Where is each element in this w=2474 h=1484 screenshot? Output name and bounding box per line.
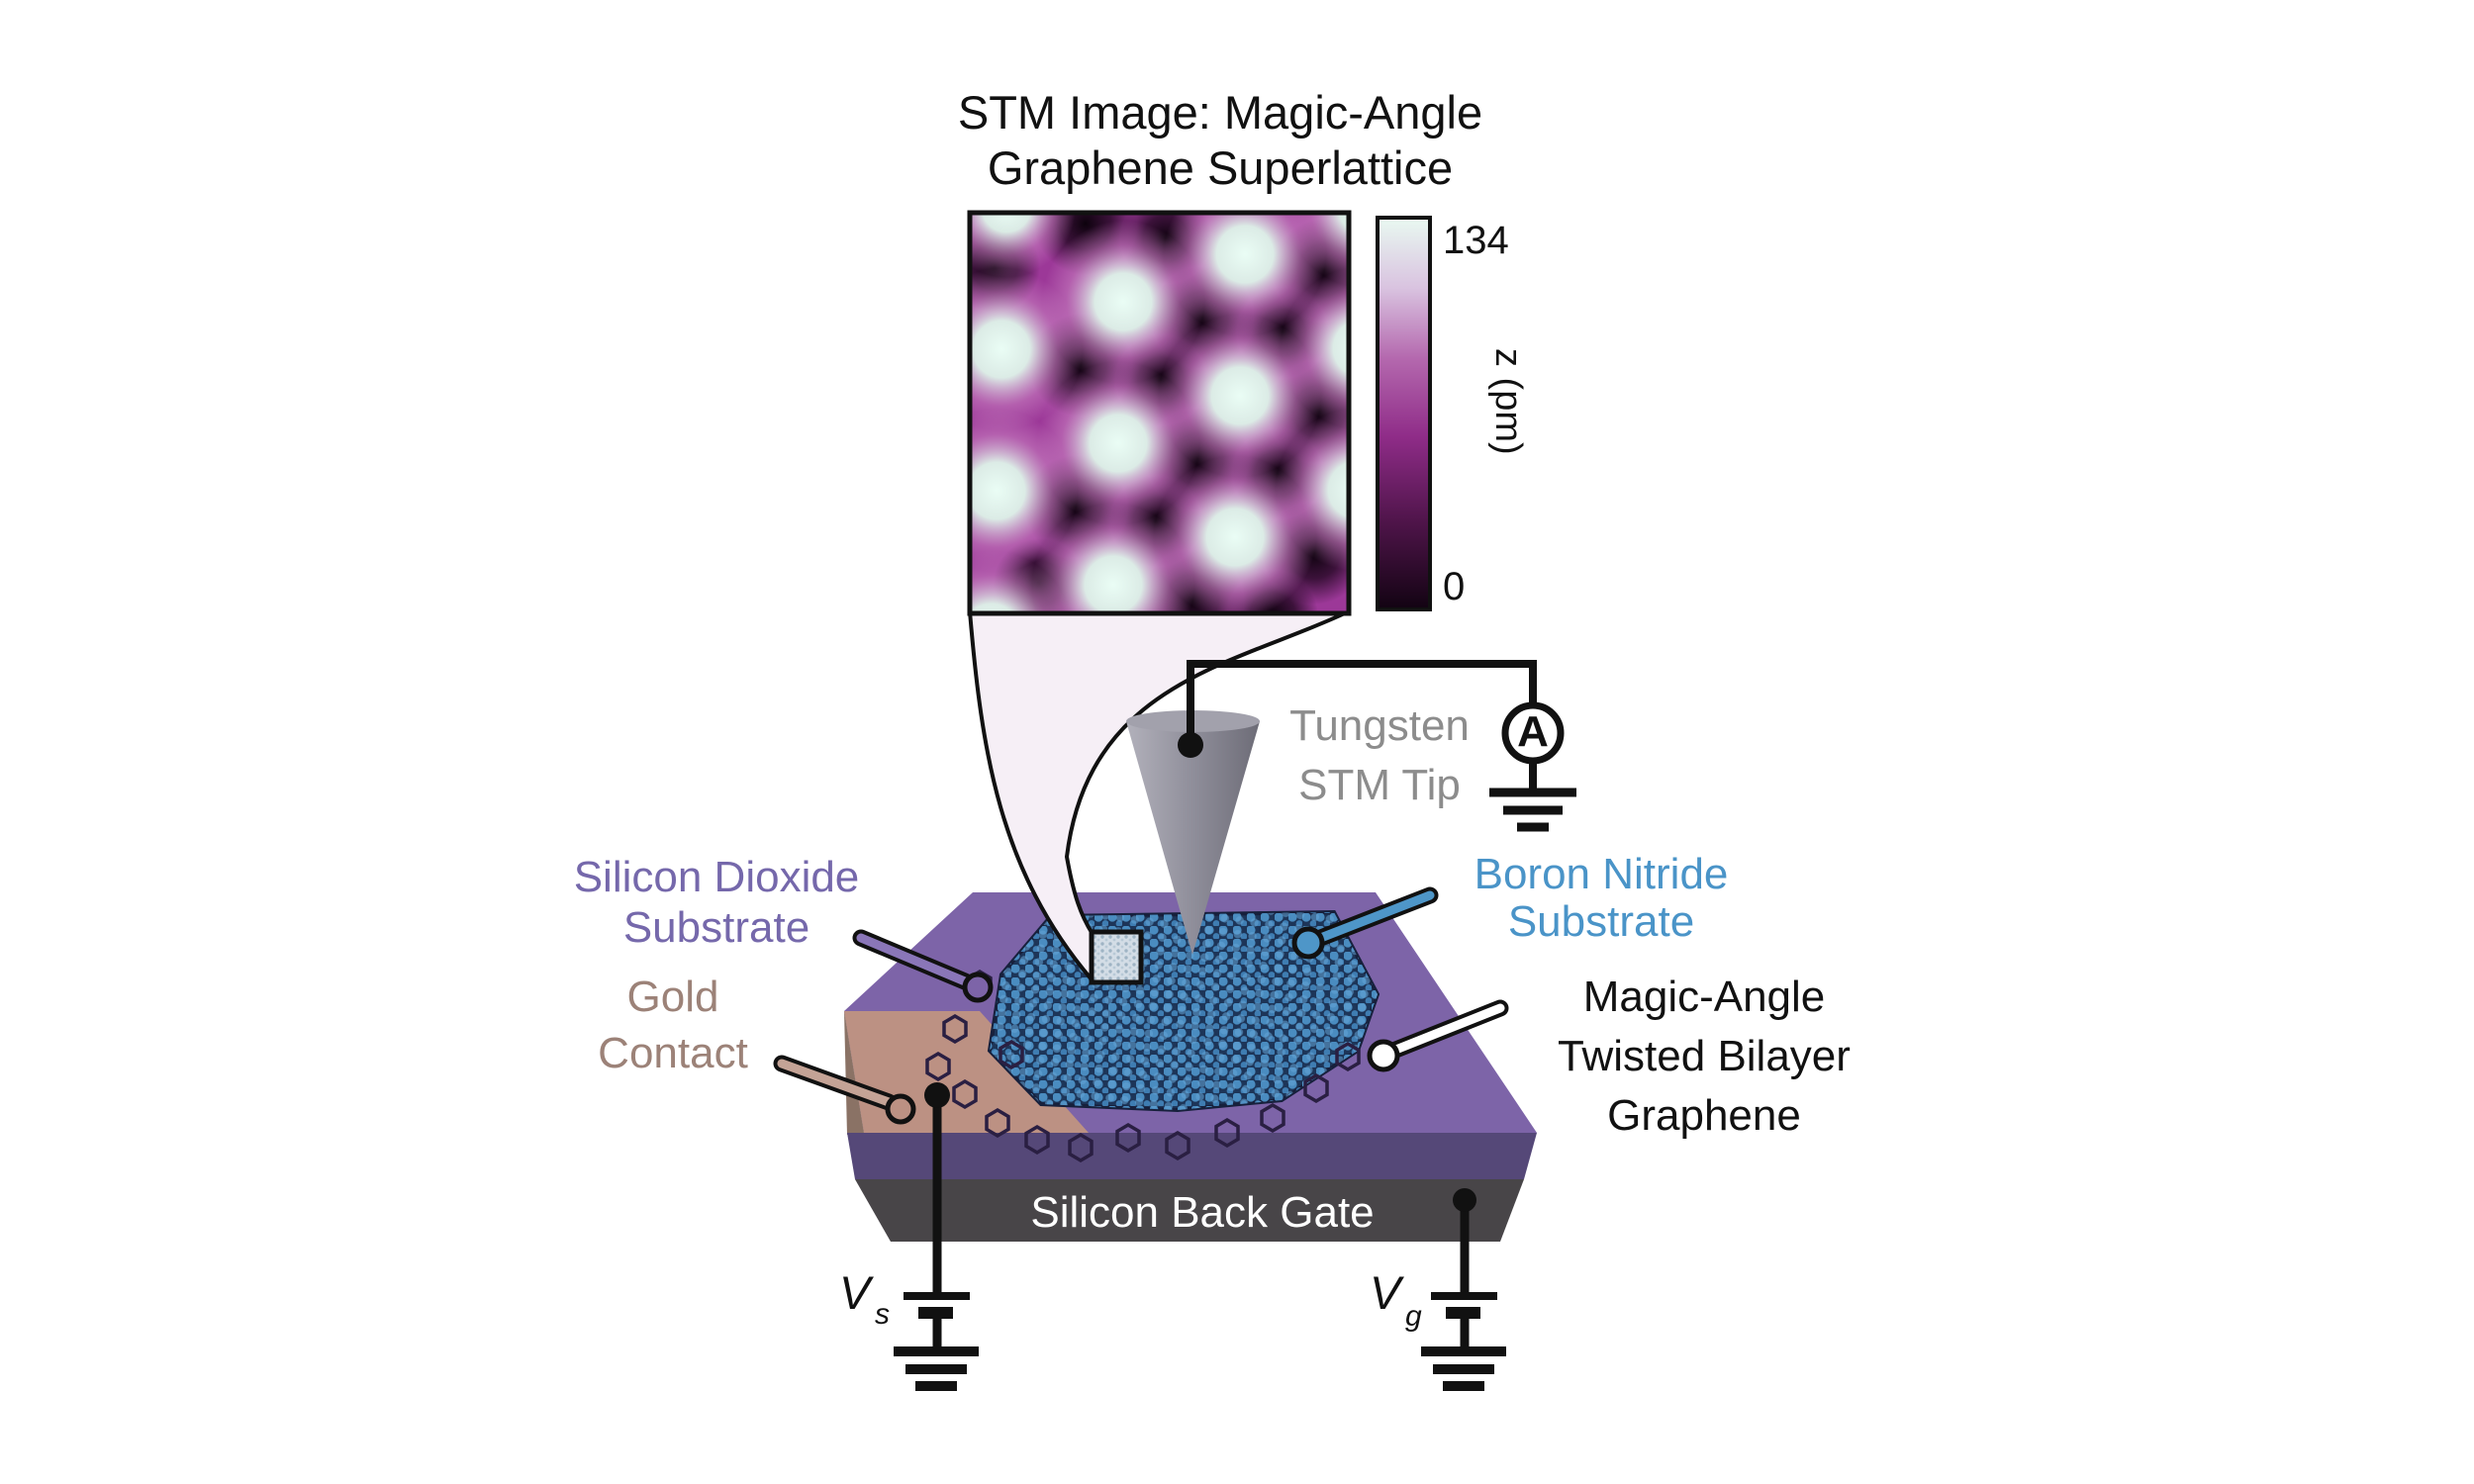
gold-label-line1: Gold: [627, 973, 719, 1021]
bn-label: Boron Nitride Substrate: [1475, 850, 1729, 946]
ammeter-label: A: [1517, 707, 1549, 756]
zoom-region-marker: [1089, 929, 1144, 985]
tip-circuit: [1187, 660, 1576, 832]
colorbar-min-label: 0: [1443, 565, 1465, 608]
stm-moire-blobs: [970, 213, 1349, 613]
graphene-label: Magic-Angle Twisted Bilayer Graphene: [1558, 973, 1851, 1140]
colorbar-max-label: 134: [1443, 219, 1509, 262]
ground-icon: [894, 1346, 979, 1391]
backgate-wire-dot: [1453, 1188, 1476, 1212]
tungsten-tip-label-line2: STM Tip: [1298, 761, 1461, 809]
tungsten-tip-label-line1: Tungsten: [1289, 701, 1470, 750]
sio2-label-line1: Silicon Dioxide: [574, 853, 860, 901]
gold-label-line2: Contact: [598, 1029, 748, 1077]
leader-sio2: [852, 929, 994, 1003]
colorbar: 134 0 z (pm): [1376, 216, 1529, 611]
left-face-shade: [844, 1011, 864, 1135]
vs-label: V: [839, 1266, 874, 1319]
magnifier-funnel: [968, 609, 1350, 981]
ground-icon: [1489, 788, 1576, 832]
graphene-label-line1: Magic-Angle: [1583, 973, 1826, 1021]
vg-label-subscript: g: [1405, 1300, 1422, 1333]
vg-label: V: [1370, 1266, 1404, 1319]
colorbar-axis-label: z (pm): [1487, 348, 1529, 455]
tip-wire-junction-dot: [1178, 732, 1203, 758]
graphene-label-line2: Twisted Bilayer: [1558, 1032, 1851, 1080]
backgate-label: Silicon Back Gate: [1030, 1188, 1374, 1237]
voltage-source-vs: [894, 1100, 979, 1391]
leader-lines: [773, 886, 1509, 1125]
figure-title-line1: STM Image: Magic-Angle: [958, 86, 1482, 139]
tungsten-tip-label: Tungsten STM Tip: [1289, 701, 1470, 809]
sio2-label-line2: Substrate: [623, 903, 809, 952]
bn-label-line2: Substrate: [1508, 897, 1694, 946]
leader-bn: [1291, 886, 1439, 960]
leader-gold: [773, 1055, 916, 1125]
gold-contact-wire-dot: [924, 1082, 950, 1108]
ground-icon: [1421, 1346, 1506, 1391]
gold-label: Gold Contact: [598, 973, 748, 1077]
voltage-source-vg: [1421, 1203, 1506, 1391]
bn-label-line1: Boron Nitride: [1475, 850, 1729, 898]
figure-title: STM Image: Magic-Angle Graphene Superlat…: [958, 86, 1482, 194]
front-face-sio2-band: [847, 1133, 1537, 1179]
stm-image: [967, 210, 1352, 616]
graphene-label-line3: Graphene: [1607, 1091, 1801, 1140]
sio2-label: Silicon Dioxide Substrate: [574, 853, 860, 952]
silicon-backgate-face: [855, 1179, 1524, 1242]
vs-label-subscript: s: [875, 1298, 890, 1331]
figure-title-line2: Graphene Superlattice: [988, 141, 1453, 194]
leader-graphene: [1367, 999, 1509, 1072]
